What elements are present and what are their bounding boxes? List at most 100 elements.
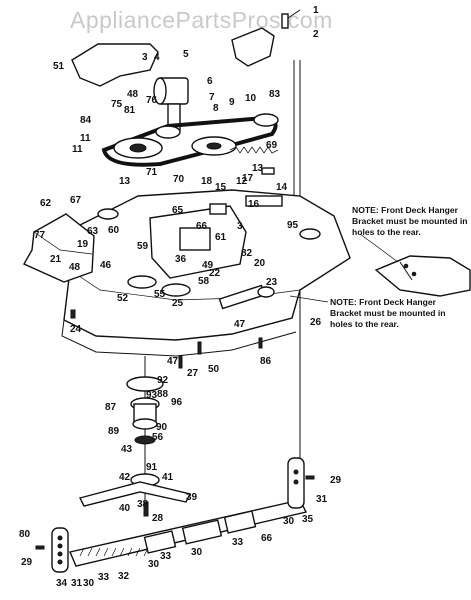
callout-66: 66 [196, 221, 208, 232]
shaft-sleeve-right [223, 510, 257, 534]
callout-20: 20 [254, 258, 266, 269]
callout-9: 9 [229, 97, 235, 108]
callout-84: 84 [80, 115, 92, 126]
callout-16: 16 [248, 199, 260, 210]
callout-4: 4 [154, 52, 160, 63]
callout-3: 3 [237, 221, 243, 232]
callout-23: 23 [266, 277, 278, 288]
shaft-sleeve-mid [181, 519, 223, 545]
callout-52: 52 [117, 293, 129, 304]
callout-41: 41 [162, 472, 174, 483]
callout-48: 48 [69, 262, 81, 273]
note-bottom: NOTE: Front Deck Hanger Bracket must be … [330, 297, 448, 329]
callout-30: 30 [148, 559, 160, 570]
note-top: NOTE: Front Deck Hanger Bracket must be … [352, 205, 470, 237]
callout-47: 47 [167, 356, 179, 367]
pulley-left-hub [129, 143, 147, 153]
callout-8: 8 [213, 103, 219, 114]
callout-58: 58 [198, 276, 210, 287]
callout-5: 5 [183, 49, 189, 60]
callout-18: 18 [201, 176, 213, 187]
spring-bracket [209, 203, 227, 215]
callout-25: 25 [172, 298, 184, 309]
callout-42: 42 [119, 472, 131, 483]
callout-70: 70 [173, 174, 185, 185]
callout-96: 96 [171, 397, 183, 408]
pulley-center-hub [206, 142, 222, 150]
rear-link-bushing [257, 286, 275, 298]
bolt-47b [197, 341, 202, 355]
callout-75: 75 [111, 99, 123, 110]
callout-39: 39 [186, 492, 198, 503]
callout-13: 13 [252, 163, 264, 174]
callout-26: 26 [310, 317, 322, 328]
callout-93: 93 [146, 390, 158, 401]
callout-60: 60 [108, 225, 120, 236]
callout-12: 12 [236, 176, 248, 187]
note-inset-deck [374, 255, 471, 297]
callout-81: 81 [124, 105, 136, 116]
callout-91: 91 [146, 462, 158, 473]
callout-1: 1 [313, 5, 319, 16]
callout-31: 31 [71, 578, 83, 589]
callout-92: 92 [157, 375, 169, 386]
pivot-block [179, 227, 211, 251]
callout-95: 95 [287, 220, 299, 231]
callout-62: 62 [40, 198, 52, 209]
callout-19: 19 [77, 239, 89, 250]
lift-plate-left [51, 527, 69, 573]
callout-87: 87 [105, 402, 117, 413]
callout-30: 30 [83, 578, 95, 589]
front-hanger-bracket [245, 195, 283, 207]
pulley-right [253, 113, 279, 127]
callout-34: 34 [56, 578, 68, 589]
shaft-knurl [79, 547, 149, 557]
callout-69: 69 [266, 140, 278, 151]
callout-13: 13 [119, 176, 131, 187]
callout-30: 30 [191, 547, 203, 558]
callout-14: 14 [276, 182, 288, 193]
callout-82: 82 [241, 248, 253, 259]
upper-bracket [231, 27, 275, 67]
callout-2: 2 [313, 29, 319, 40]
tension-spring [229, 146, 279, 154]
callout-61: 61 [215, 232, 227, 243]
callout-83: 83 [269, 89, 281, 100]
callout-3: 3 [142, 52, 148, 63]
spindle-pulley [126, 376, 164, 392]
bolt-1 [281, 13, 289, 29]
callout-38: 38 [137, 499, 149, 510]
callout-33: 33 [160, 551, 172, 562]
callout-47: 47 [234, 319, 246, 330]
callout-66: 66 [261, 533, 273, 544]
callout-89: 89 [108, 426, 120, 437]
bolt-27 [258, 337, 263, 349]
shaft-sleeve-left [143, 530, 177, 554]
callout-24: 24 [70, 324, 82, 335]
watermark: AppliancePartsPros.com [70, 7, 333, 33]
pin-28 [305, 475, 315, 480]
callout-67: 67 [70, 195, 82, 206]
callout-17: 17 [242, 173, 254, 184]
callout-33: 33 [232, 537, 244, 548]
callout-15: 15 [215, 182, 227, 193]
spindle-seal [134, 435, 156, 445]
callout-59: 59 [137, 241, 149, 252]
callout-32: 32 [118, 571, 130, 582]
callout-21: 21 [50, 254, 62, 265]
callout-76: 76 [146, 95, 158, 106]
callout-55: 55 [154, 289, 166, 300]
callout-77: 77 [34, 230, 46, 241]
callout-10: 10 [245, 93, 257, 104]
callout-51: 51 [53, 61, 65, 72]
callout-33: 33 [98, 572, 110, 583]
discharge-chute [23, 213, 95, 283]
spindle-bearing [132, 418, 158, 430]
callout-6: 6 [207, 76, 213, 87]
callout-29: 29 [21, 557, 33, 568]
bolt-58 [70, 309, 76, 319]
callout-56: 56 [152, 432, 164, 443]
motor-cap [153, 77, 167, 105]
